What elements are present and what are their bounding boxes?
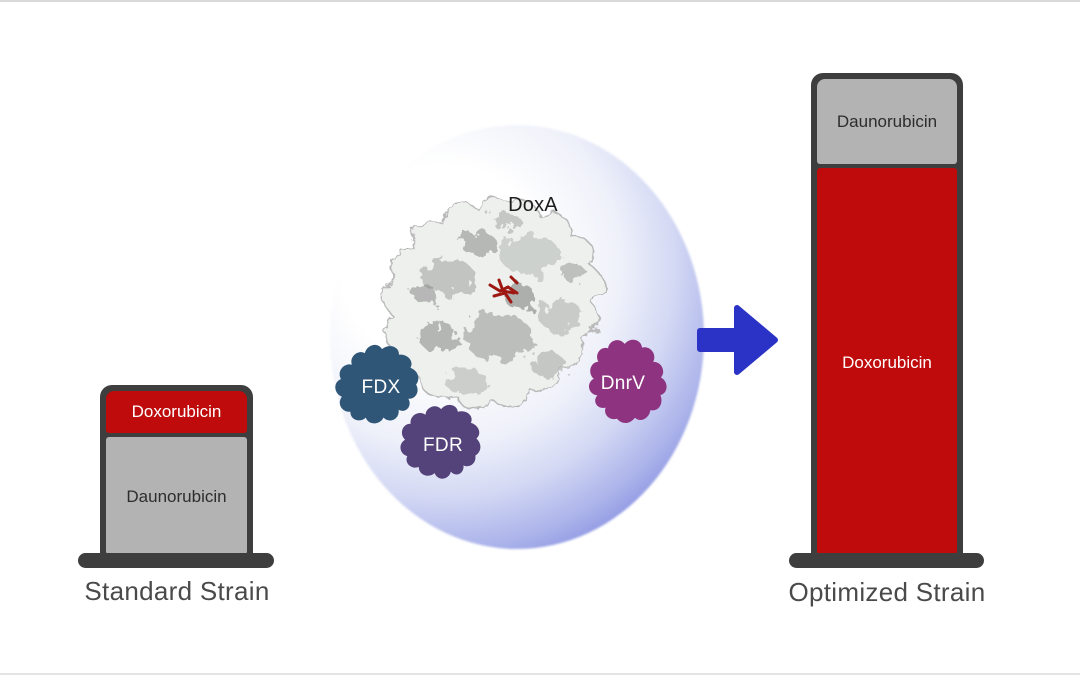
optimized-daunorubicin-segment: Daunorubicin	[817, 79, 957, 164]
optimized-strain-title: Optimized Strain	[788, 577, 986, 607]
fdx-label: FDX	[361, 377, 401, 398]
dnrv-blob-shape	[589, 339, 667, 423]
standard-daunorubicin-label: Daunorubicin	[126, 487, 227, 506]
standard-strain-bar: Doxorubicin Daunorubicin	[100, 385, 253, 563]
standard-bar-base	[78, 553, 274, 568]
enzyme-label: DoxA	[508, 194, 558, 216]
bound-ligand	[488, 275, 519, 304]
conversion-arrow-icon	[697, 305, 778, 375]
optimized-daunorubicin-label: Daunorubicin	[836, 111, 938, 131]
partner-protein-fdr: FDR	[394, 400, 492, 492]
protein-surface-shading	[414, 212, 586, 393]
fdx-blob-shape	[335, 344, 419, 424]
partner-protein-dnrv: DnrV	[575, 334, 671, 434]
optimized-bar-base	[789, 553, 984, 568]
fdr-label: FDR	[423, 435, 463, 456]
optimized-doxorubicin-segment: Doxorubicin	[817, 168, 957, 557]
standard-doxorubicin-segment: Doxorubicin	[106, 391, 247, 433]
doxa-protein-structure	[382, 197, 603, 411]
optimized-doxorubicin-label: Doxorubicin	[842, 352, 932, 372]
standard-strain-title: Standard Strain	[84, 576, 270, 606]
dnrv-label: DnrV	[600, 373, 646, 394]
fdr-blob-shape	[400, 404, 481, 479]
partner-protein-fdx: FDX	[333, 340, 429, 436]
standard-daunorubicin-segment: Daunorubicin	[106, 437, 247, 557]
standard-doxorubicin-label: Doxorubicin	[131, 402, 222, 421]
optimized-strain-bar: Daunorubicin Doxorubicin	[811, 73, 963, 563]
